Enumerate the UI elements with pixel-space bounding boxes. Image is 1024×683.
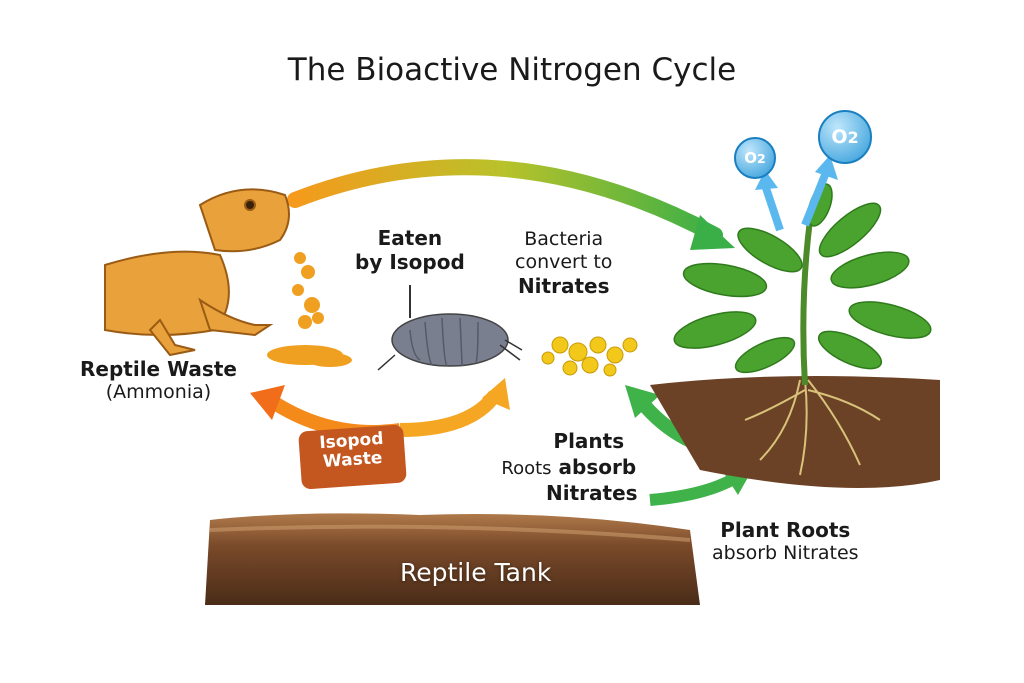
o2-sub: 2 <box>847 127 859 147</box>
plants-roots-word: Roots <box>501 458 552 479</box>
plant-roots-label: Plant Roots absorb Nitrates <box>712 518 859 565</box>
bacteria-cluster <box>541 336 638 377</box>
eaten-by-isopod-label: Eaten by Isopod <box>355 226 465 274</box>
bearded-dragon <box>104 188 290 357</box>
o2-text: O <box>744 149 758 167</box>
arrow-plants-to-roots <box>649 469 744 506</box>
plant-roots-title: Plant Roots <box>720 518 851 542</box>
arrowhead <box>690 215 735 250</box>
o2-sub: 2 <box>757 150 766 166</box>
diagram-title: The Bioactive Nitrogen Cycle <box>287 52 737 88</box>
bacteria-line3: Nitrates <box>517 273 610 298</box>
reptile-tank-label: Reptile Tank <box>400 558 552 587</box>
o2-arrow-left <box>761 183 784 232</box>
eaten-line1: Eaten <box>377 226 443 250</box>
plant-roots-sub: absorb Nitrates <box>712 542 859 564</box>
plants-absorb-word: absorb <box>558 455 637 479</box>
reptile-waste-pellets <box>267 252 352 367</box>
o2-text: O <box>831 126 848 148</box>
bacteria-label: Bacteria convert to Nitrates <box>515 228 612 298</box>
arrow-waste-to-plant <box>287 159 723 243</box>
plant <box>673 183 932 386</box>
bacteria-line1: Bacteria <box>524 228 604 250</box>
reptile-waste-title: Reptile Waste <box>80 357 237 381</box>
plants-label: Plants Roots absorb Nitrates <box>500 428 638 506</box>
isopod <box>377 313 523 371</box>
reptile-tank-soil <box>205 513 700 605</box>
o2-arrow-right <box>801 173 829 227</box>
plants-line3: Nitrates <box>546 481 638 506</box>
reptile-waste-sub: (Ammonia) <box>105 381 212 403</box>
plants-line1: Plants <box>553 429 625 453</box>
isopod-waste-badge: Isopod Waste <box>298 424 407 490</box>
bacteria-line2: convert to <box>515 250 613 273</box>
arrow-isopod-to-bacteria <box>399 390 501 437</box>
reptile-waste-label: Reptile Waste (Ammonia) <box>80 357 237 404</box>
plant-roots <box>744 379 881 476</box>
eaten-line2: by Isopod <box>355 250 465 274</box>
plant-soil <box>650 376 940 488</box>
